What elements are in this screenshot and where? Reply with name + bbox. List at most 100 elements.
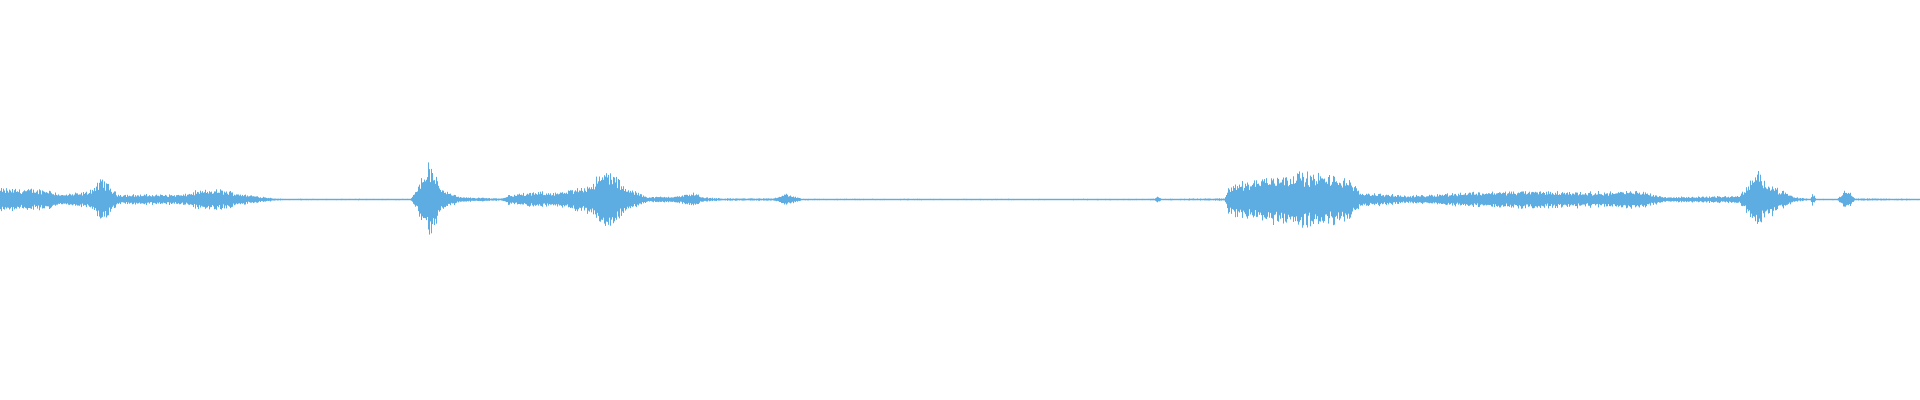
waveform-bar <box>959 198 960 201</box>
waveform-bar <box>1280 182 1281 219</box>
waveform-bar <box>461 197 462 202</box>
waveform-bar <box>1023 198 1024 201</box>
waveform-bar <box>197 191 198 208</box>
waveform-bar <box>396 198 397 201</box>
waveform-bar <box>916 198 917 201</box>
waveform-bar <box>1447 193 1448 205</box>
waveform-bar <box>532 193 533 206</box>
waveform-bar <box>7 190 8 208</box>
waveform-bar <box>895 198 896 201</box>
waveform-bar <box>1861 198 1862 201</box>
waveform-bar <box>843 198 844 201</box>
waveform-bar <box>1502 193 1503 205</box>
waveform-bar <box>160 194 161 204</box>
waveform-bar <box>11 192 12 207</box>
waveform-bar <box>1745 192 1746 206</box>
waveform-bar <box>773 198 774 201</box>
waveform-bar <box>1559 194 1560 205</box>
waveform-bar <box>1381 196 1382 204</box>
waveform-bar <box>595 186 596 215</box>
waveform-bar <box>1469 192 1470 206</box>
waveform-bar <box>1032 198 1033 201</box>
waveform-bar <box>1675 198 1676 202</box>
waveform-bar <box>481 197 482 201</box>
waveform-bar <box>1504 193 1505 207</box>
waveform-bar <box>1313 174 1314 224</box>
waveform-bar <box>371 198 372 201</box>
waveform-bar <box>1497 193 1498 207</box>
waveform-bar <box>46 192 47 207</box>
waveform-bar <box>824 198 825 201</box>
waveform-bar <box>1016 198 1017 201</box>
waveform-bar <box>972 198 973 201</box>
waveform-bar <box>442 190 443 208</box>
waveform-bar <box>1039 198 1040 201</box>
waveform-bar <box>1348 185 1349 214</box>
waveform-bar <box>1244 187 1245 213</box>
waveform-bar <box>1249 189 1250 210</box>
waveform-bar <box>549 194 550 204</box>
waveform-bar <box>688 196 689 203</box>
waveform-bar <box>705 198 706 201</box>
waveform-bar <box>134 196 135 203</box>
waveform-bar <box>351 198 352 201</box>
waveform-bar <box>1252 184 1253 216</box>
waveform-bar <box>1493 194 1494 205</box>
waveform-bar <box>754 198 755 201</box>
waveform-bar <box>310 198 311 201</box>
waveform-bar <box>1093 198 1094 201</box>
waveform-bar <box>953 198 954 201</box>
waveform-bar <box>1220 198 1221 201</box>
waveform-bar <box>322 198 323 201</box>
waveform-bar <box>214 191 215 210</box>
waveform-bar <box>667 197 668 202</box>
waveform-bar <box>1645 192 1646 208</box>
waveform-bar <box>1245 183 1246 215</box>
waveform-bar <box>24 190 25 207</box>
waveform-bar <box>201 192 202 206</box>
waveform-bar <box>174 195 175 204</box>
waveform-bar <box>100 179 101 219</box>
waveform-bar <box>1393 196 1394 203</box>
waveform-bar <box>379 198 380 201</box>
waveform-bar <box>431 168 432 234</box>
waveform-bar <box>586 192 587 208</box>
waveform-bar <box>1025 198 1026 201</box>
waveform-bar <box>1452 193 1453 206</box>
waveform-bar <box>673 197 674 202</box>
waveform-bar <box>1443 195 1444 204</box>
waveform-bar <box>1613 193 1614 205</box>
waveform-bar <box>1141 198 1142 201</box>
waveform-bar <box>556 194 557 205</box>
waveform-bar <box>1533 192 1534 209</box>
waveform-bar <box>441 192 442 207</box>
waveform-bar <box>1299 171 1300 222</box>
waveform-bar <box>1680 197 1681 201</box>
waveform-bar <box>1661 197 1662 203</box>
waveform-bar <box>1086 198 1087 201</box>
waveform-bar <box>796 198 797 201</box>
waveform-bar <box>1587 195 1588 204</box>
waveform-bar <box>857 198 858 201</box>
waveform-bar <box>581 188 582 211</box>
waveform-bar <box>840 198 841 201</box>
waveform-bar <box>1769 187 1770 213</box>
waveform-bar <box>1569 192 1570 207</box>
waveform-bar <box>1051 198 1052 201</box>
waveform-bar <box>19 189 20 209</box>
waveform-bar <box>257 196 258 203</box>
waveform-bar <box>1630 191 1631 208</box>
waveform-bar <box>177 195 178 204</box>
waveform-bar <box>376 198 377 201</box>
waveform-bar <box>63 195 64 204</box>
waveform-bar <box>978 198 979 201</box>
waveform-bar <box>344 198 345 201</box>
waveform-bar <box>1402 196 1403 203</box>
waveform-bar <box>1554 195 1555 205</box>
waveform-bar <box>1793 197 1794 202</box>
waveform-bar <box>146 194 147 205</box>
waveform-bar <box>617 188 618 212</box>
waveform-bar <box>121 196 122 203</box>
waveform-bar <box>1281 182 1282 213</box>
waveform-bar <box>792 197 793 202</box>
